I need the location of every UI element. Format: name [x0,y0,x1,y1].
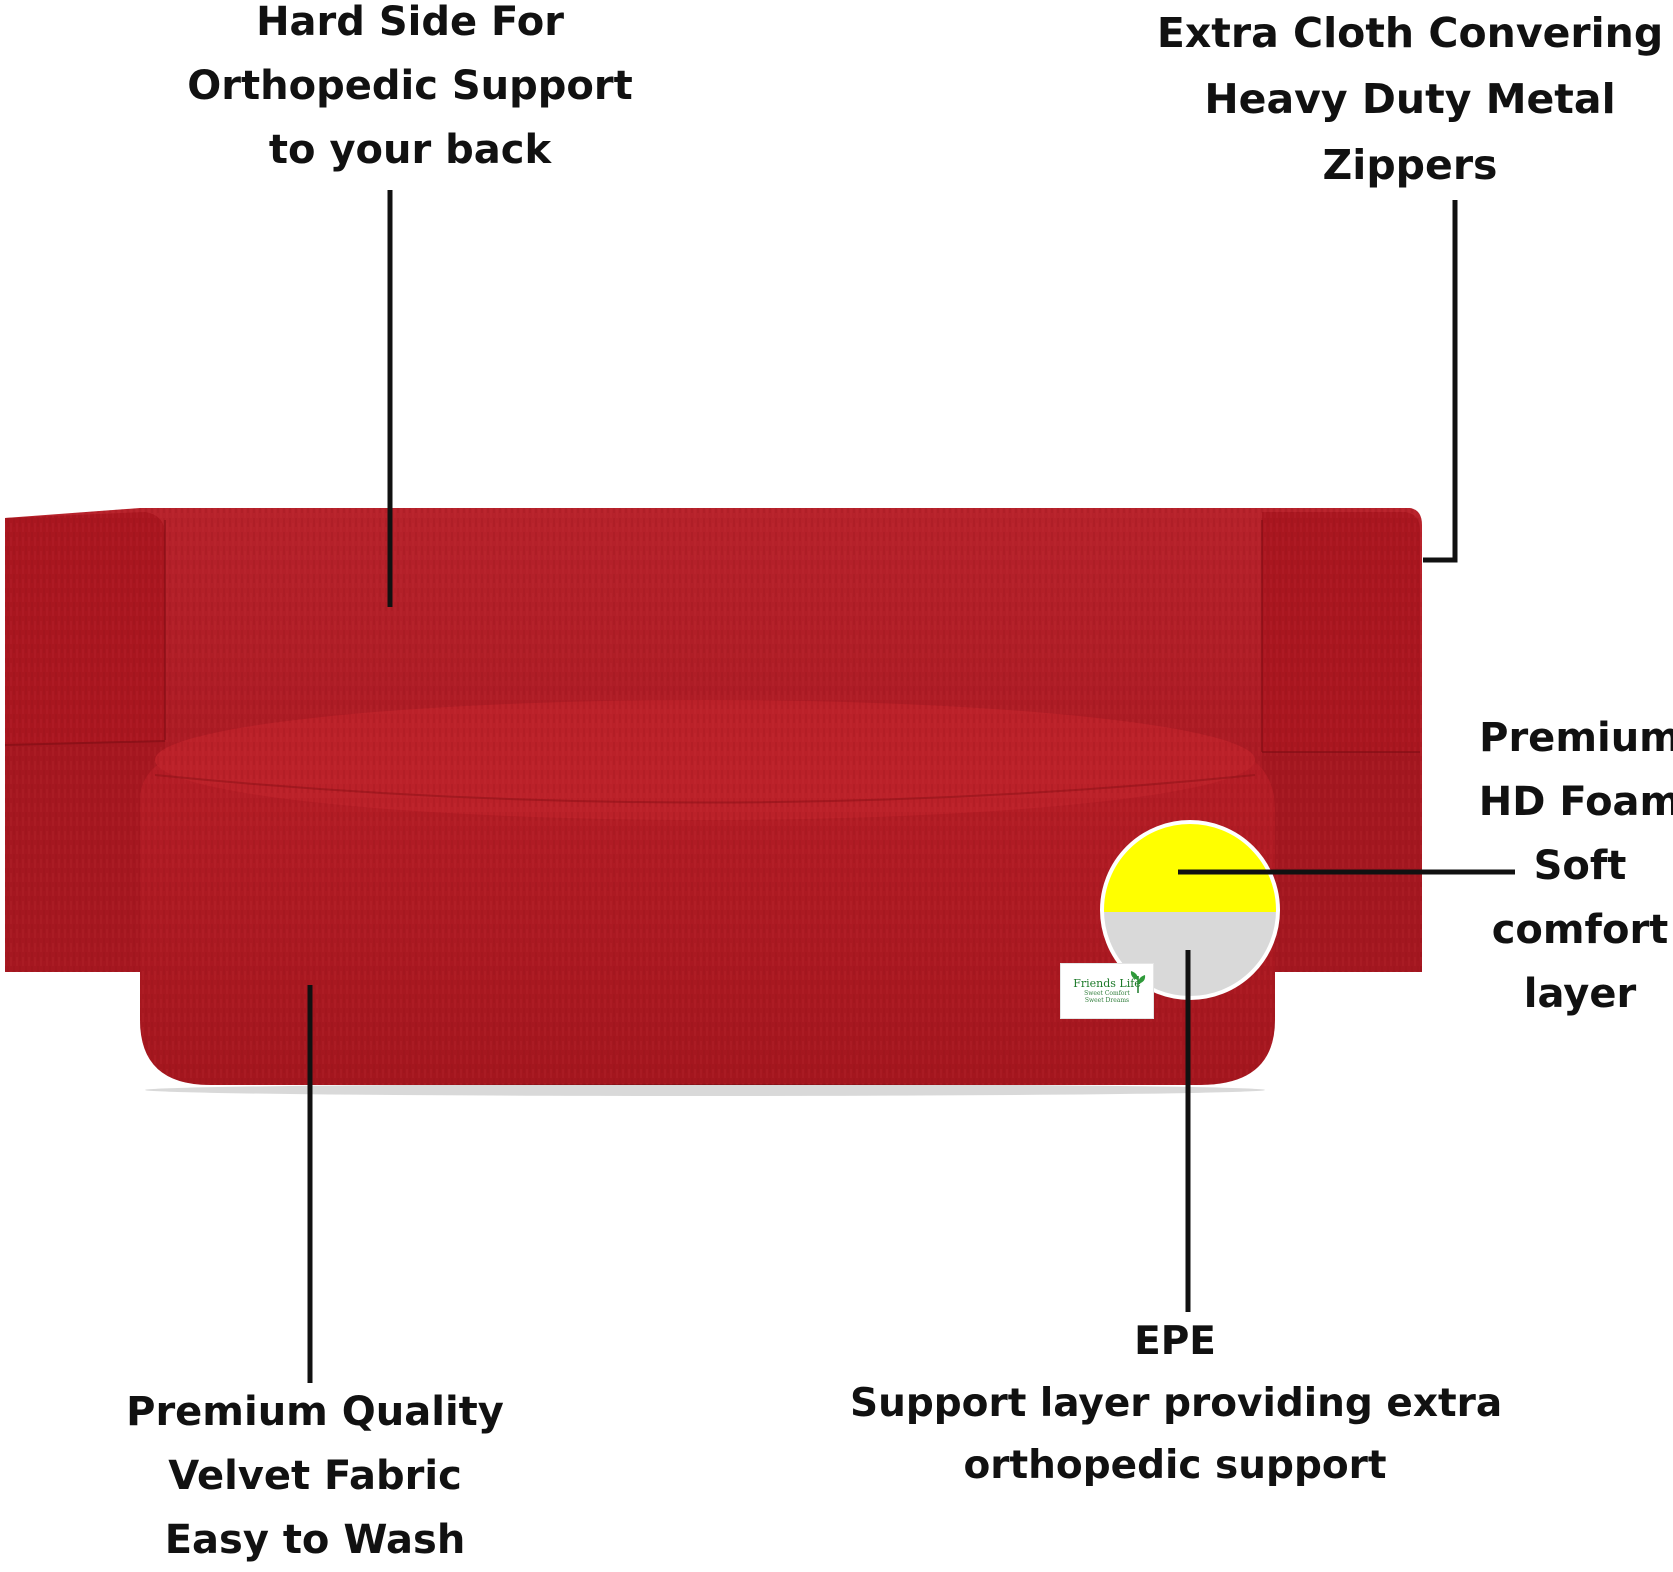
brand-tagline-2: Sweet Dreams [1084,997,1130,1004]
callout-epe: EPE Support layer providing extra orthop… [850,1311,1503,1497]
callout-zippers: Extra Cloth Convering Heavy Duty Metal Z… [1135,0,1673,198]
callout-line: Hard Side For [256,0,564,45]
callout-line: Orthopedic Support [187,63,633,109]
brand-tagline-1: Sweet Comfort [1084,990,1130,997]
brand-name: Friends Life [1073,977,1141,990]
callout-line: Soft [1533,843,1627,889]
callout-fabric: Premium Quality Velvet Fabric Easy to Wa… [100,1380,530,1572]
callout-line: EPE [1134,1319,1216,1364]
callout-line: Heavy Duty Metal [1204,75,1616,123]
callout-line: Premium [1479,715,1673,761]
callout-line: orthopedic support [963,1443,1387,1488]
leaf-icon [1130,971,1146,993]
callout-hd-foam: Premium HD Foam Soft comfort layer [1440,706,1673,1026]
brand-tag: Friends Life Sweet Comfort Sweet Dreams [1060,963,1154,1019]
callout-line: to your back [268,127,552,173]
callout-line: Velvet Fabric [168,1453,462,1499]
callout-line: Easy to Wash [164,1517,466,1563]
callout-line: comfort [1491,907,1669,953]
leader-zip [1423,200,1458,563]
callout-line: Extra Cloth Convering [1156,9,1664,57]
callout-back-support: Hard Side For Orthopedic Support to your… [150,0,670,182]
callout-line: Support layer providing extra [850,1381,1503,1426]
callout-line: HD Foam [1478,779,1673,825]
callout-line: Premium Quality [126,1389,504,1435]
callout-line: layer [1523,971,1637,1017]
callout-line: Zippers [1322,141,1498,189]
